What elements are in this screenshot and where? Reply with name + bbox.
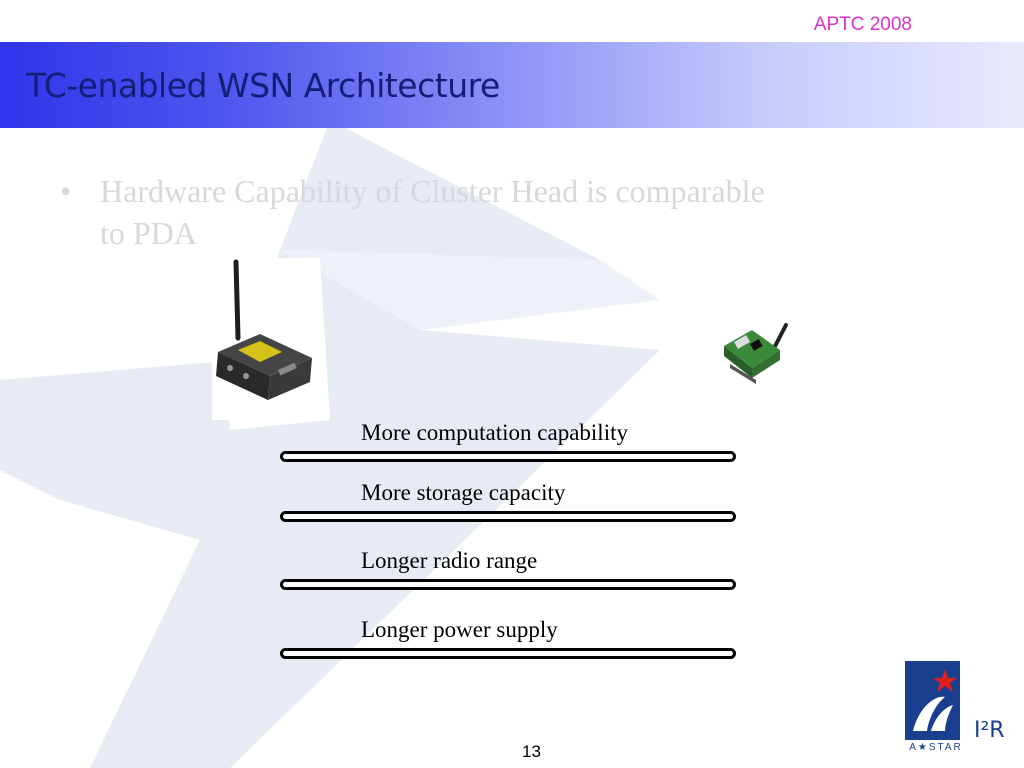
bullet-text: Hardware Capability of Cluster Head is c…: [100, 173, 765, 251]
conference-label: APTC 2008: [813, 14, 912, 35]
bullet-marker: •: [60, 173, 72, 209]
feature-label-computation: More computation capability: [361, 420, 628, 445]
title-bar: TC-enabled WSN Architecture: [0, 42, 1024, 128]
page-number: 13: [522, 742, 541, 761]
slide-title: TC-enabled WSN Architecture: [26, 66, 500, 105]
feature-bar-power: [280, 648, 736, 659]
feature-label-storage: More storage capacity: [361, 480, 566, 505]
astar-logo-text: A★STAR: [903, 740, 969, 756]
astar-logo-icon: [913, 669, 957, 731]
feature-label-radio: Longer radio range: [361, 548, 538, 573]
cluster-head-device-icon: [212, 258, 320, 420]
sensor-node-board-icon: [724, 323, 788, 384]
feature-bar-computation: [280, 451, 736, 462]
feature-label-power: Longer power supply: [361, 617, 558, 642]
feature-bar-storage: [280, 511, 736, 522]
feature-bar-radio: [280, 579, 736, 590]
i2r-logo-text: I²R: [974, 718, 1005, 743]
bullet-item: • Hardware Capability of Cluster Head is…: [60, 170, 780, 254]
